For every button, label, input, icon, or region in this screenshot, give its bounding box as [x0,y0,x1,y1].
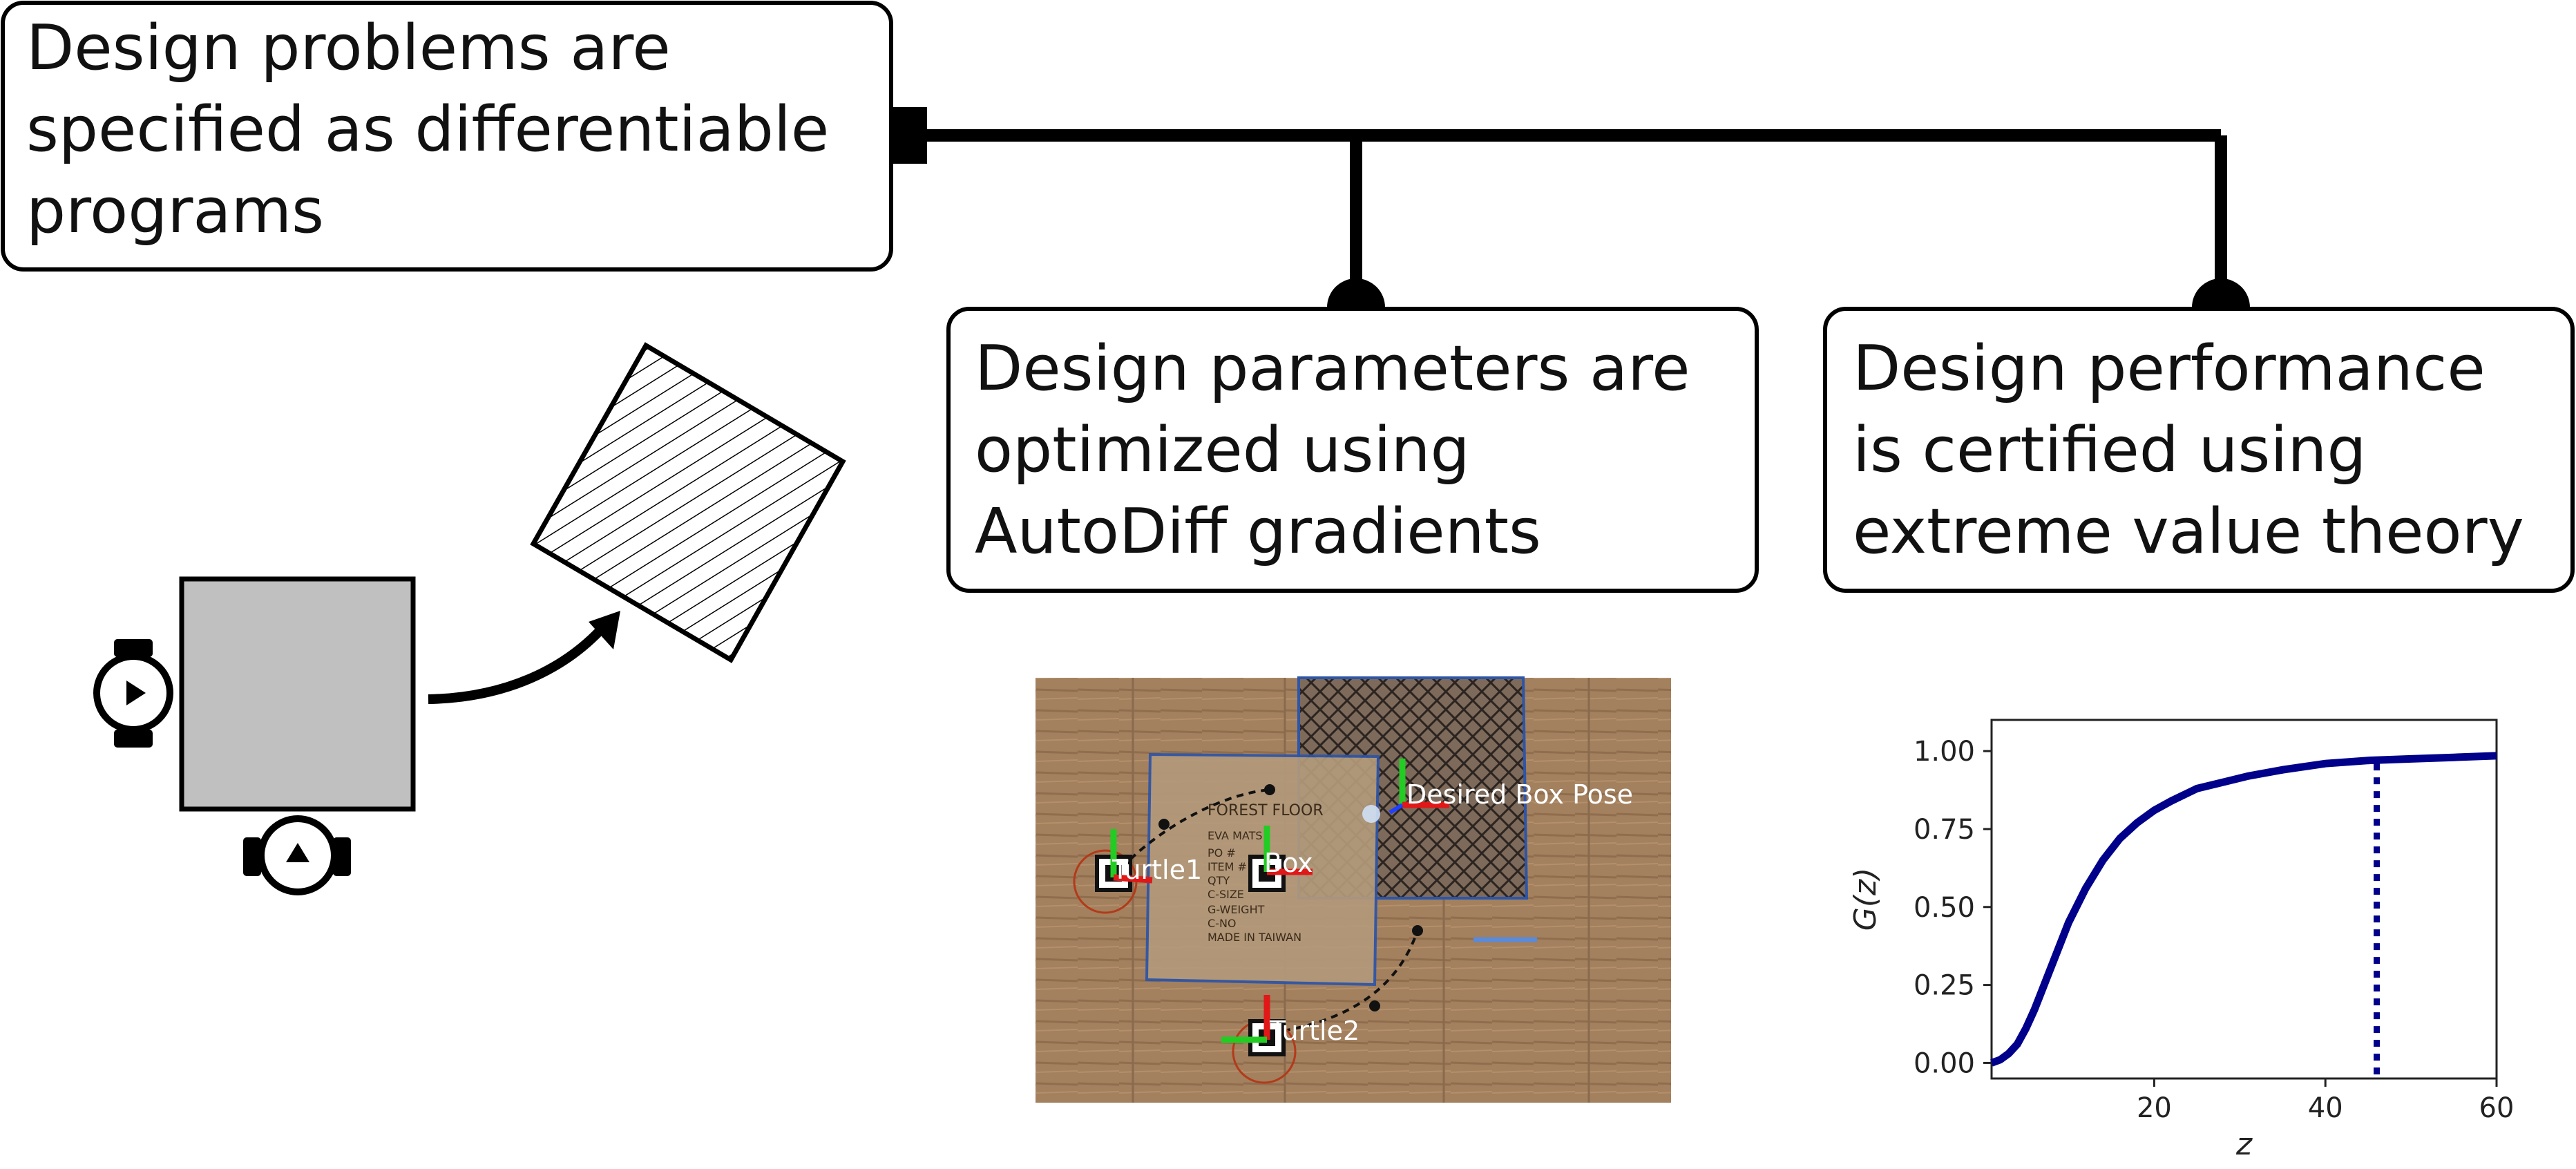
box-print-0: FOREST FLOOR [1208,802,1324,819]
box-print-4: QTY [1208,874,1230,887]
box-specify-line-2: specified as differentiable [26,93,829,166]
y-tick-label: 1.00 [1914,736,1975,768]
connector-cap-optimize [1327,278,1385,307]
y-tick-label: 0.25 [1914,970,1975,1002]
box-print-5: C-SIZE [1208,888,1244,901]
box-certify-line-2: is certified using [1853,414,2367,486]
robot-left [93,639,173,748]
push-arrow [428,618,612,704]
box-optimize-line-3: AutoDiff gradients [975,495,1541,568]
robot-bottom [243,815,351,895]
chart-ticks: 0.00 0.25 0.50 0.75 1.00 20 40 60 [1914,736,2515,1124]
y-tick-label: 0.00 [1914,1047,1975,1079]
trajectory-turtle2 [1270,930,1419,1034]
y-tick-label: 0.75 [1914,814,1975,846]
y-axis-label: G(z) [1848,868,1883,931]
target-pose-hatched [530,342,846,663]
x-tick-label: 20 [2137,1092,2172,1124]
box-certify-line-3: extreme value theory [1853,495,2524,568]
label-turtle2: Turtle2 [1269,1016,1359,1046]
cdf-chart: 0.00 0.25 0.50 0.75 1.00 20 40 60 z G(z) [1848,719,2515,1162]
connector-cap-certify [2192,278,2250,307]
label-desired-box-pose: Desired Box Pose [1406,779,1633,810]
frame-box [1263,826,1313,875]
box-optimize-line-2: optimized using [975,414,1470,486]
push-illustration [93,342,846,895]
experiment-photo: FOREST FLOOR EVA MATS PO # ITEM # QTY C-… [1036,676,1671,1103]
box-print-6: G-WEIGHT [1208,903,1265,916]
box-specify: Design problems are specified as differe… [1,1,893,272]
box-optimize: Design parameters are optimized using Au… [946,307,1759,593]
box-specify-line-1: Design problems are [26,12,671,84]
up-triangle-icon [286,843,309,862]
connector-anchor [891,107,927,164]
box-optimize-line-1: Design parameters are [975,332,1690,405]
label-turtle1: Turtle1 [1112,855,1202,885]
box-print-7: C-NO [1208,917,1237,930]
frame-desired [1389,759,1449,815]
box-specify-line-3: programs [26,175,324,247]
y-tick-label: 0.50 [1914,892,1975,924]
push-arrow-head [589,611,620,649]
box-print-8: MADE IN TAIWAN [1208,931,1301,944]
x-tick-label: 60 [2479,1092,2515,1124]
box-print-3: ITEM # [1208,860,1247,873]
trajectory-turtle1 [1112,788,1270,879]
connector-lines [891,107,2250,307]
frame-turtle1 [1110,829,1153,884]
x-tick-label: 40 [2308,1092,2343,1124]
box-print-2: PO # [1208,846,1236,859]
box-certify: Design performance is certified using ex… [1823,307,2575,593]
frame-turtle2 [1221,995,1270,1043]
pushed-box [179,576,416,812]
cdf-curve [1990,752,2497,1067]
box-certify-line-1: Design performance [1853,332,2486,405]
x-axis-label: z [2235,1127,2253,1162]
label-box: Box [1264,848,1313,878]
play-triangle-icon [126,681,146,705]
box-print-1: EVA MATS [1208,829,1263,842]
